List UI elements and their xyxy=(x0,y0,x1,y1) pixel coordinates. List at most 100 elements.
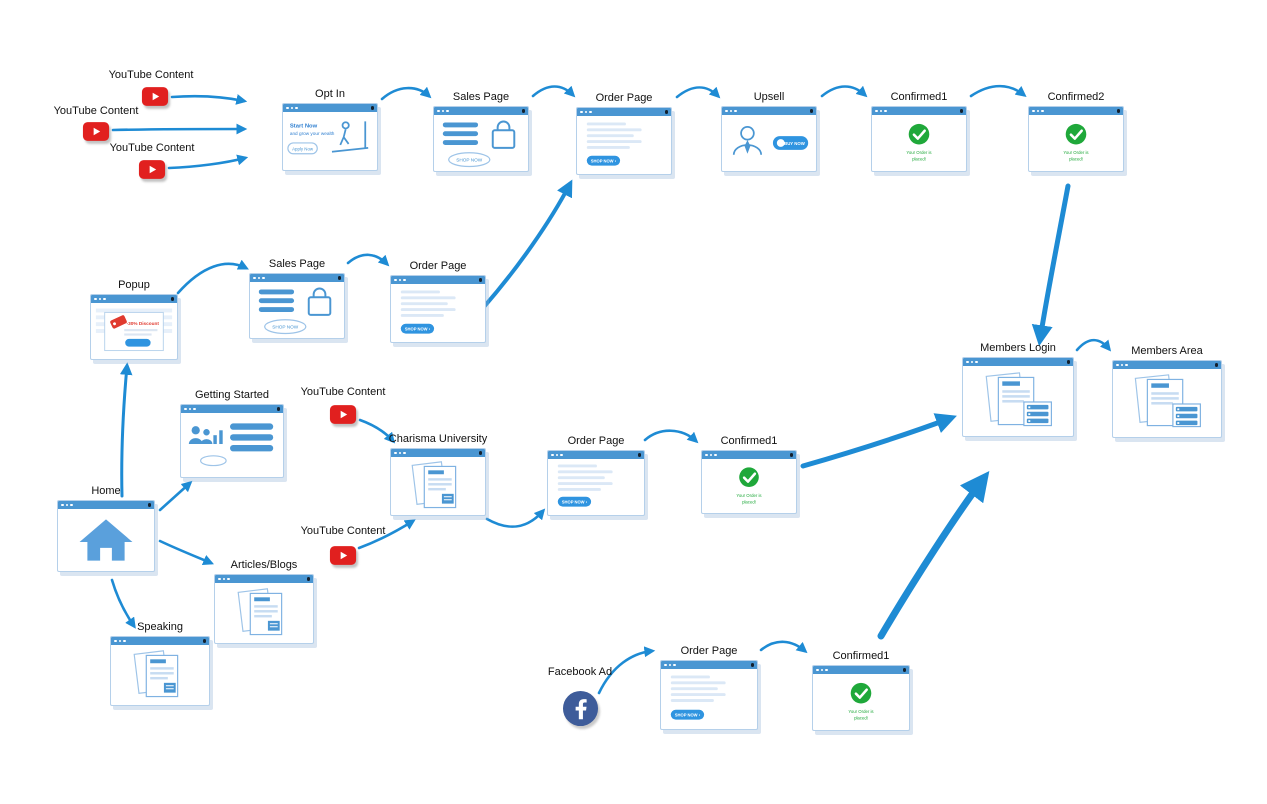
getting-started-content xyxy=(181,413,283,477)
documents-content xyxy=(111,645,209,705)
browser-window[interactable]: SHOP NOW xyxy=(433,106,529,172)
node-articles-blogs: Articles/Blogs xyxy=(214,559,314,644)
browser-window[interactable]: BUY NOW xyxy=(721,106,817,172)
upsell-content: BUY NOW xyxy=(722,115,816,171)
browser-window[interactable] xyxy=(180,404,284,478)
browser-window[interactable] xyxy=(214,574,314,644)
youtube-content-label: YouTube Content xyxy=(53,105,139,117)
node-popup: Popup -30% Discount xyxy=(90,279,178,360)
arrow-confirmed1-bottom-members-login xyxy=(877,470,990,640)
svg-text:Your Order is: Your Order is xyxy=(848,709,873,714)
arrow-home-articles xyxy=(158,539,215,566)
node-label: Getting Started xyxy=(195,389,269,401)
node-label: Order Page xyxy=(409,260,467,272)
node-label: Confirmed1 xyxy=(720,435,778,447)
documents-content xyxy=(391,457,485,515)
svg-text:SHOP NOW ›: SHOP NOW › xyxy=(591,159,617,164)
node-order-page-center: Order Page SHOP NOW › xyxy=(547,435,645,516)
svg-text:Start Now: Start Now xyxy=(290,123,318,129)
documents-list-icon xyxy=(985,372,1052,427)
browser-window[interactable] xyxy=(1112,360,1222,438)
youtube-icon[interactable] xyxy=(82,121,110,142)
browser-window[interactable] xyxy=(110,636,210,706)
window-titlebar xyxy=(391,276,485,284)
node-members-login: Members Login xyxy=(962,342,1074,437)
svg-text:and grow your wealth: and grow your wealth xyxy=(290,131,335,136)
node-label: Confirmed1 xyxy=(890,91,948,103)
browser-window[interactable]: SHOP NOW › xyxy=(576,107,672,175)
sales-content: SHOP NOW xyxy=(250,282,344,338)
browser-window[interactable] xyxy=(57,500,155,572)
svg-text:SHOP NOW ›: SHOP NOW › xyxy=(562,500,588,505)
node-label: Upsell xyxy=(753,91,785,103)
confirmed-content: Your Order is placed! xyxy=(872,115,966,171)
optin-content: Start Now and grow your wealth Apply Now xyxy=(283,112,377,170)
svg-text:SHOP NOW ›: SHOP NOW › xyxy=(405,327,431,332)
node-label: Order Page xyxy=(595,92,653,104)
browser-window[interactable]: SHOP NOW xyxy=(249,273,345,339)
facebook-ad-label: Facebook Ad xyxy=(547,666,613,678)
browser-window[interactable]: SHOP NOW › xyxy=(660,660,758,730)
check-circle-icon xyxy=(850,682,872,704)
node-label: Members Login xyxy=(980,342,1056,354)
window-titlebar xyxy=(58,501,154,509)
home-content xyxy=(58,509,154,571)
window-titlebar xyxy=(283,104,377,112)
browser-window[interactable]: SHOP NOW › xyxy=(390,275,486,343)
browser-window[interactable]: SHOP NOW › xyxy=(547,450,645,516)
arrow-confirmed2-members-login xyxy=(1031,183,1071,347)
node-members-area: Members Area xyxy=(1112,345,1222,438)
arrow-upsell-confirmed1 xyxy=(820,85,868,98)
node-confirmed1-bottom: Confirmed1 Your Order is placed! xyxy=(812,650,910,731)
arrow-order-center-confirmed1 xyxy=(643,429,699,444)
youtube-icon[interactable] xyxy=(329,545,357,566)
documents-icon xyxy=(133,650,179,698)
youtube-icon[interactable] xyxy=(329,404,357,425)
arrow-optin-sales xyxy=(380,86,432,101)
svg-text:placed!: placed! xyxy=(854,716,868,721)
arrow-sales-order xyxy=(531,85,576,98)
discount-tag-icon xyxy=(110,315,127,329)
browser-window[interactable]: Your Order is placed! xyxy=(701,450,797,514)
arrow-home-getting-started xyxy=(158,480,193,512)
documents-list-icon xyxy=(1134,374,1201,428)
browser-window[interactable]: Your Order is placed! xyxy=(1028,106,1124,172)
node-label: Charisma University xyxy=(388,433,488,445)
node-order-page-top: Order Page SHOP NOW › xyxy=(576,92,672,175)
facebook-icon[interactable] xyxy=(562,690,599,727)
browser-window[interactable] xyxy=(390,448,486,516)
youtube-icon[interactable] xyxy=(138,159,166,180)
confirmed-content: Your Order is placed! xyxy=(702,459,796,513)
node-label: Confirmed1 xyxy=(832,650,890,662)
browser-window[interactable]: Your Order is placed! xyxy=(812,665,910,731)
youtube-content-label: YouTube Content xyxy=(300,386,386,398)
browser-window[interactable]: -30% Discount xyxy=(90,294,178,360)
window-titlebar xyxy=(111,637,209,645)
arrow-yt1-optin xyxy=(170,94,248,105)
youtube-icon[interactable] xyxy=(141,86,169,107)
node-label: Members Area xyxy=(1131,345,1203,357)
browser-window[interactable]: Start Now and grow your wealth Apply Now xyxy=(282,103,378,171)
node-getting-started: Getting Started xyxy=(180,389,284,478)
people-chart-icon xyxy=(188,426,223,445)
node-order-page-mid: Order Page SHOP NOW › xyxy=(390,260,486,343)
order-form-content: SHOP NOW › xyxy=(548,459,644,515)
arrow-order-mid-order-top xyxy=(481,179,573,310)
node-order-page-bottom: Order Page SHOP NOW › xyxy=(660,645,758,730)
node-label: Speaking xyxy=(137,621,183,633)
node-confirmed1-top: Confirmed1 Your Order is placed! xyxy=(871,91,967,172)
browser-window[interactable]: Your Order is placed! xyxy=(871,106,967,172)
window-titlebar xyxy=(702,451,796,459)
arrow-confirmed1-confirmed2 xyxy=(969,84,1027,98)
node-confirmed2-top: Confirmed2 Your Order is placed! xyxy=(1028,91,1124,172)
svg-text:Your Order is: Your Order is xyxy=(1063,150,1088,155)
node-confirmed1-center: Confirmed1 Your Order is placed! xyxy=(701,435,797,514)
members-content xyxy=(963,366,1073,436)
arrow-home-popup xyxy=(119,362,133,498)
browser-window[interactable] xyxy=(962,357,1074,437)
arrow-members-login-members-area xyxy=(1075,338,1112,352)
order-form-content: SHOP NOW › xyxy=(661,669,757,729)
node-label: Order Page xyxy=(567,435,625,447)
members-content xyxy=(1113,369,1221,437)
node-speaking: Speaking xyxy=(110,621,210,706)
